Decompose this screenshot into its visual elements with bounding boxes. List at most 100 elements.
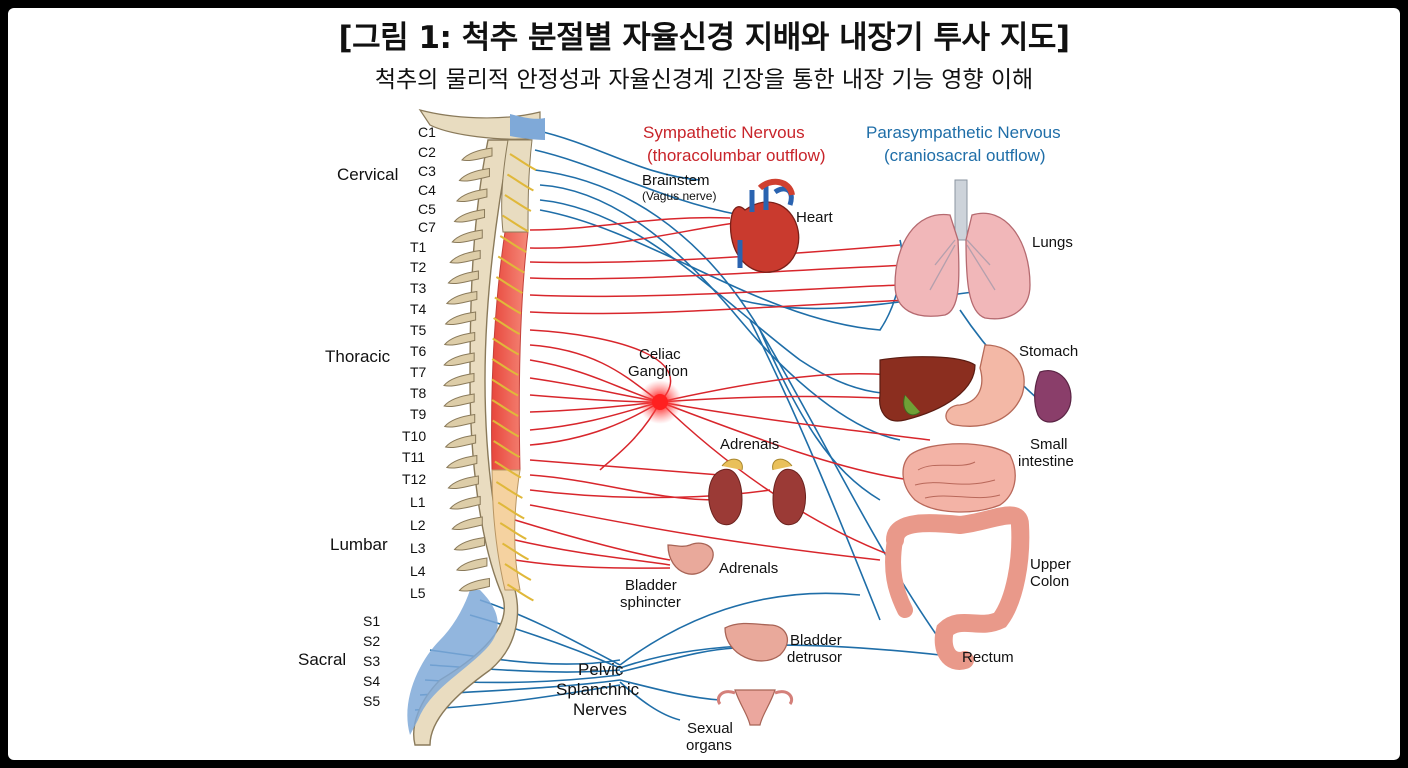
vertebral-process [449,495,481,510]
vertebral-process [443,413,476,428]
kidneys-illustration [708,458,807,526]
small-intestine-illustration [902,443,1016,513]
segment-label-t2: T2 [410,259,427,275]
nerve-root [491,378,519,397]
nerve-root [493,317,521,335]
label-rectum: Rectum [962,649,1014,666]
segment-label-l4: L4 [410,563,426,579]
label-adrenals-top: Adrenals [720,436,779,453]
vertebral-process [461,147,493,161]
vertebral-process [451,516,483,530]
label-celiac-line1: Celiac [639,346,681,363]
sexual-organs-illustration [716,689,794,726]
nerve-root [509,153,537,171]
legend-parasympathetic-line1: Parasympathetic Nervous [866,123,1061,142]
vertebral-process [456,557,488,571]
region-cervical: Cervical [337,165,398,184]
label-detrusor-line1: Bladder [790,632,842,649]
label-brainstem: Brainstem [642,172,710,189]
figure-frame: [그림 1: 척추 분절별 자율신경 지배와 내장기 투사 지도] 척추의 물리… [8,8,1400,760]
segment-label-c5: C5 [418,201,436,217]
bladder-sphincter-illustration [667,542,714,575]
segment-label-c7: C7 [418,219,436,235]
anatomy-diagram: Cervical Thoracic Lumbar Sacral C1C2C3C4… [298,109,1078,754]
label-detrusor-line2: detrusor [787,649,842,666]
segment-label-t6: T6 [410,343,427,359]
nerve-root [495,481,523,499]
legend-sympathetic-line2: (thoracolumbar outflow) [647,146,826,165]
vertebral-process [456,188,488,202]
nerve-root [491,358,519,376]
segment-label-c3: C3 [418,163,436,179]
figure-subtitle: 척추의 물리적 안정성과 자율신경계 긴장을 통한 내장 기능 영향 이해 [374,67,1034,93]
nerve-root [497,501,525,520]
nerve-root [504,563,532,581]
segment-label-s5: S5 [363,693,380,709]
segment-label-l2: L2 [410,517,426,533]
label-small-line1: Small [1030,436,1068,453]
segment-labels: C1C2C3C4C5C7T1T2T3T4T5T6T7T8T9T10T11T12L… [363,124,436,709]
region-sacral: Sacral [298,650,346,669]
label-pelvic-line3: Nerves [573,700,627,719]
label-pelvic-line1: Pelvic [578,660,624,679]
legend-sympathetic-line1: Sympathetic Nervous [643,123,805,142]
label-vagus: (Vagus nerve) [642,189,716,203]
spine [407,109,545,746]
vertebral-process [443,372,475,387]
nerve-root [506,173,534,192]
nerve-root [491,399,519,417]
vertebral-process [458,577,490,592]
nerve-root [493,440,521,458]
segment-label-t12: T12 [402,471,426,487]
nerve-root [497,255,525,274]
segment-label-s1: S1 [363,613,380,629]
segment-label-l5: L5 [410,585,426,601]
segment-label-t9: T9 [410,406,427,422]
region-lumbar: Lumbar [330,535,388,554]
segment-label-s2: S2 [363,633,380,649]
vertebral-process [444,434,477,448]
label-upper-colon-line2: Colon [1030,573,1069,590]
legend-parasympathetic-line2: (craniosacral outflow) [884,146,1046,165]
label-bladder-sphincter-line2: sphincter [620,594,681,611]
nerve-root [494,296,522,315]
label-pelvic-line2: Splanchnic [556,680,640,699]
nerve-root [499,235,527,253]
segment-label-l3: L3 [410,540,426,556]
lungs-illustration [894,179,1031,320]
segment-label-c2: C2 [418,144,436,160]
label-sexual-line2: organs [686,737,732,754]
vertebral-process [449,249,481,264]
nerve-root [492,419,520,438]
nerve-root [502,542,529,561]
heart-illustration [729,178,800,273]
nerve-root [499,522,527,540]
label-adrenals-bottom: Adrenals [719,560,778,577]
label-bladder-sphincter-line1: Bladder [625,577,677,594]
label-stomach: Stomach [1019,343,1078,360]
vertebral-process [453,536,486,551]
nerve-root [495,276,523,294]
nerve-root [502,214,529,233]
label-upper-colon-line1: Upper [1030,556,1071,573]
segment-label-s3: S3 [363,653,380,669]
segment-label-t5: T5 [410,322,427,338]
nerve-root [504,194,532,212]
segment-label-t4: T4 [410,301,427,317]
celiac-ganglion-center [652,394,668,410]
segment-label-t1: T1 [410,239,427,255]
vertebral-process [443,331,476,346]
label-sexual-line1: Sexual [687,720,733,737]
segment-label-t10: T10 [402,428,426,444]
nerve-root [492,337,520,356]
segment-label-l1: L1 [410,494,426,510]
segment-label-c4: C4 [418,182,436,198]
vertebral-process [444,311,477,325]
vertebral-process [443,352,475,366]
segment-label-t11: T11 [402,449,425,465]
figure-title: [그림 1: 척추 분절별 자율신경 지배와 내장기 투사 지도] [338,20,1070,56]
label-heart: Heart [796,209,834,226]
segment-label-t8: T8 [410,385,427,401]
nerve-root [494,460,522,479]
label-small-line2: intestine [1018,453,1074,470]
